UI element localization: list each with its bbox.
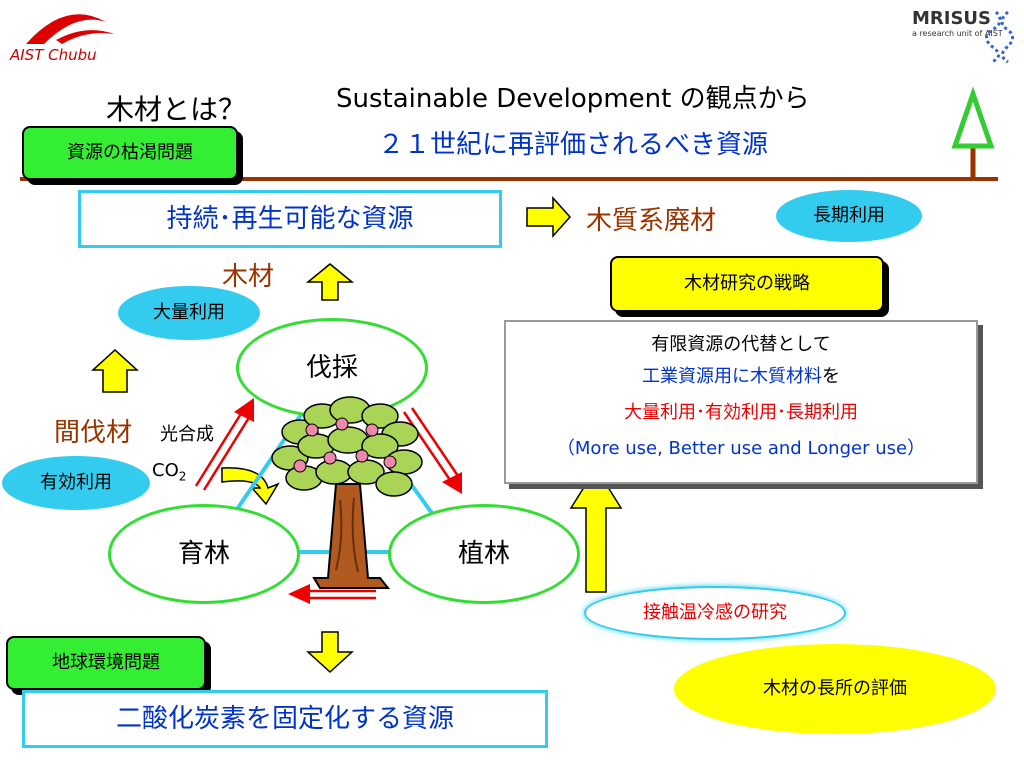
thinning-text: 間伐材 xyxy=(54,418,133,448)
global-env-label: 地球環境問題 xyxy=(6,636,206,690)
cycle-grow-text: 育林 xyxy=(177,539,230,569)
resource-depletion-label: 資源の枯渇問題 xyxy=(22,126,238,180)
up-arrow-icon-left xyxy=(91,348,139,393)
co2-fixation-text: 二酸化炭素を固定化する資源 xyxy=(115,704,454,734)
co2-main-text: CO xyxy=(152,460,179,481)
strategy-label: 木材研究の戦略 xyxy=(610,256,884,312)
renewable-resource-box: 持続･再生可能な資源 xyxy=(78,190,502,248)
big-up-arrow-icon xyxy=(569,466,623,593)
cycle-plant-text: 植林 xyxy=(457,539,510,569)
aist-logo-text: AIST Chubu xyxy=(10,46,97,64)
effective-use-text: 有効利用 xyxy=(40,472,112,493)
effective-use-badge: 有効利用 xyxy=(2,456,150,510)
global-env-text: 地球環境問題 xyxy=(52,652,160,673)
evaluation-text: 木材の長所の評価 xyxy=(763,678,907,699)
photosynthesis-text: 光合成 xyxy=(160,424,214,445)
down-arrow-icon xyxy=(306,631,354,674)
strategy-label-text: 木材研究の戦略 xyxy=(684,273,810,294)
red-arrow-left-icon xyxy=(288,584,376,604)
wood-waste-text: 木質系廃材 xyxy=(586,206,717,236)
mrisus-logo-title: MRISUS xyxy=(912,8,992,29)
photosynthesis-arrow-icon xyxy=(221,467,280,506)
red-arrow-down-right-icon xyxy=(402,407,462,494)
co2-fixation-box: 二酸化炭素を固定化する資源 xyxy=(22,690,548,748)
evaluation-badge: 木材の長所の評価 xyxy=(674,644,996,734)
strategy-line3: 大量利用･有効利用･長期利用 xyxy=(624,402,858,423)
cycle-grow-node: 育林 xyxy=(108,504,300,604)
question-heading: 木材とは？ xyxy=(106,93,247,126)
mokuzai-label: 木材 xyxy=(222,262,275,292)
cycle-cut-node: 伐採 xyxy=(236,318,428,418)
up-arrow-icon-top xyxy=(305,263,355,301)
strategy-line4: （More use, Better use and Longer use） xyxy=(556,438,926,459)
co2-subscript-text: 2 xyxy=(178,469,187,484)
mrisus-logo: MRISUS a research unit of AIST xyxy=(908,8,1018,64)
strategy-line2-blue: 工業資源用に木質材料 xyxy=(642,366,822,387)
strategy-line1: 有限資源の代替として xyxy=(651,334,831,355)
strategy-line2: 工業資源用に木質材料を xyxy=(506,362,976,388)
contact-research-badge: 接触温冷感の研究 xyxy=(584,586,846,640)
right-arrow-icon xyxy=(526,196,572,238)
long-term-use-text: 長期利用 xyxy=(813,205,885,226)
contact-research-text: 接触温冷感の研究 xyxy=(643,602,787,623)
cycle-plant-node: 植林 xyxy=(388,504,580,604)
co2-text: CO2 xyxy=(152,460,186,484)
mrisus-dna-icon xyxy=(985,10,1014,64)
mass-use-badge: 大量利用 xyxy=(118,286,260,340)
long-term-use-badge: 長期利用 xyxy=(776,190,922,242)
cycle-cut-text: 伐採 xyxy=(305,353,358,383)
header-subtitle: ２１世紀に再評価されるべき資源 xyxy=(378,130,769,160)
aist-logo-swoosh-icon xyxy=(26,14,114,44)
strategy-content-box: 有限資源の代替として 工業資源用に木質材料を 大量利用･有効利用･長期利用 （M… xyxy=(504,320,978,484)
resource-depletion-text: 資源の枯渇問題 xyxy=(67,142,193,163)
strategy-line2-black: を xyxy=(822,366,840,387)
mass-use-text: 大量利用 xyxy=(153,302,225,323)
renewable-resource-text: 持続･再生可能な資源 xyxy=(166,204,414,234)
header-title: Sustainable Development の観点から xyxy=(336,84,810,114)
mrisus-logo-subtitle: a research unit of AIST xyxy=(912,29,1003,38)
tree-triangle-icon xyxy=(951,86,995,149)
aist-logo: AIST Chubu xyxy=(6,4,116,64)
